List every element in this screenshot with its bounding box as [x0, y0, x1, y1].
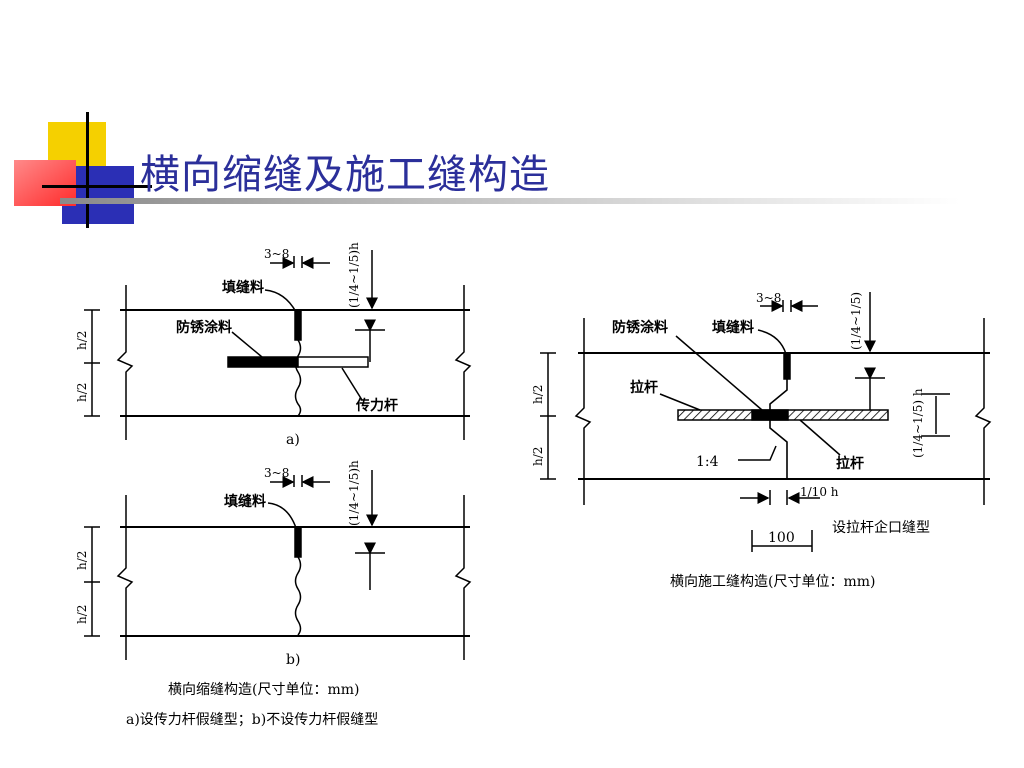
- fig-c-joint-profile: [769, 379, 788, 479]
- fig-c-label-h-top: h/2: [531, 385, 545, 404]
- fig-a-label-coating: 防锈涂料: [176, 319, 232, 336]
- fig-b-sub-caption: b): [286, 652, 300, 668]
- fig-b-gap-dim: 3~8: [264, 466, 289, 480]
- fig-b-right-break: [454, 495, 472, 660]
- fig-c-tongue-dim: (1/4~1/5) h: [911, 388, 925, 458]
- fig-c-tiebar-coated: [751, 409, 789, 421]
- fig-a-dowel-coated: [227, 356, 299, 368]
- slide-title: 横向缩缝及施工缝构造: [140, 152, 550, 198]
- fig-c-filler: [783, 352, 791, 380]
- deco-horizontal-line: [42, 185, 152, 188]
- caption-right-line1: 横向施工缝构造(尺寸单位：mm): [670, 574, 875, 590]
- fig-b-label-filler: 填缝料: [224, 493, 266, 510]
- fig-a-dowel-plain: [297, 356, 369, 368]
- fig-a-filler: [294, 309, 302, 341]
- fig-a-crack: [294, 339, 302, 417]
- fig-b-filler: [294, 526, 302, 558]
- figure-a: [84, 250, 472, 440]
- caption-left-line1: 横向缩缝构造(尺寸单位：mm): [168, 682, 359, 698]
- fig-c-left-break: [574, 318, 592, 505]
- fig-c-label-offset: 1/10 h: [800, 485, 839, 499]
- fig-c-gap-dim: 3~8: [756, 291, 781, 305]
- deco-vertical-line: [86, 112, 89, 228]
- figure-c: [540, 292, 992, 552]
- fig-a-left-break: [116, 285, 134, 440]
- fig-c-depth-dim: (1/4~1/5): [849, 292, 863, 350]
- fig-b-left-break: [116, 495, 134, 660]
- fig-c-label-tiebar-left: 拉杆: [630, 379, 658, 396]
- fig-a-gap-dim: 3~8: [264, 247, 289, 261]
- caption-left-line2: a)设传力杆假缝型；b)不设传力杆假缝型: [126, 712, 378, 728]
- fig-c-type-label: 设拉杆企口缝型: [832, 519, 930, 536]
- fig-a-label-h-bottom: h/2: [75, 383, 89, 402]
- fig-b-label-h-top: h/2: [75, 551, 89, 570]
- fig-c-label-slope: 1:4: [696, 454, 719, 470]
- fig-a-depth-dim: (1/4~1/5)h: [347, 242, 361, 308]
- fig-c-label-tiebar-right: 拉杆: [836, 455, 864, 472]
- fig-a-label-filler: 填缝料: [222, 279, 264, 296]
- fig-c-label-coating: 防锈涂料: [612, 319, 668, 336]
- fig-c-label-filler: 填缝料: [712, 319, 754, 336]
- fig-a-right-break: [454, 285, 472, 440]
- fig-a-label-h-top: h/2: [75, 331, 89, 350]
- fig-c-width-dim: 100: [768, 530, 795, 546]
- fig-c-right-break: [974, 318, 992, 505]
- fig-a-label-dowel: 传力杆: [355, 397, 398, 414]
- figure-b: [84, 470, 472, 660]
- title-rule: [60, 198, 960, 204]
- fig-b-depth-dim: (1/4~1/5)h: [347, 460, 361, 526]
- fig-c-label-h-bottom: h/2: [531, 447, 545, 466]
- fig-b-label-h-bottom: h/2: [75, 605, 89, 624]
- fig-a-sub-caption: a): [286, 432, 300, 448]
- fig-b-crack: [294, 556, 302, 636]
